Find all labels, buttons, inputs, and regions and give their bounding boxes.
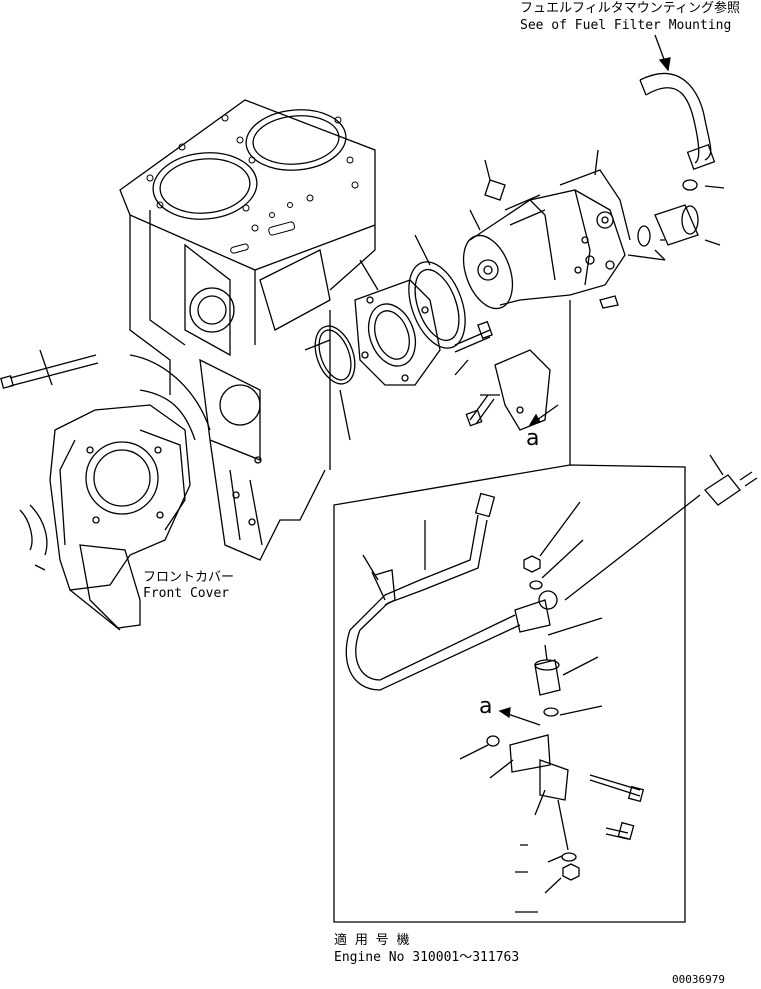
detail-box — [334, 300, 685, 922]
front-cover-label-en: Front Cover — [143, 586, 230, 601]
o-ring — [308, 321, 362, 440]
serial-applicability-jp: 適 用 号 機 — [334, 933, 410, 948]
long-bolt — [1, 350, 98, 388]
fuel-filter-reference: フュエルフィルタマウンティング参照 See of Fuel Filter Mou… — [520, 0, 740, 34]
fuel-line-upper — [640, 74, 714, 170]
fuel-pump — [454, 150, 630, 315]
detail-letter-a-top: a — [526, 426, 540, 451]
leader-lines — [628, 186, 724, 260]
detail-letter-a-lower: a — [479, 694, 493, 719]
adapter-plate — [355, 260, 440, 385]
front-cover-label-jp: フロントカバー — [143, 570, 235, 585]
fuel-filter-reference-jp: フュエルフィルタマウンティング参照 — [520, 1, 740, 16]
pump-bracket — [455, 296, 618, 430]
engine-block — [120, 100, 375, 560]
serial-applicability: 適 用 号 機 Engine No 310001～311763 — [334, 932, 519, 966]
front-cover — [20, 405, 190, 630]
drawing-number: 00036979 — [672, 973, 725, 986]
fuel-filter-reference-en: See of Fuel Filter Mounting — [520, 18, 732, 33]
fuel-fitting — [638, 180, 720, 260]
reference-arrow — [655, 35, 670, 70]
serial-applicability-en: Engine No 310001～311763 — [334, 950, 520, 965]
gasket — [398, 235, 476, 356]
detail-arrow-a-top — [530, 405, 558, 425]
front-cover-label: フロントカバー Front Cover — [143, 570, 234, 602]
pressure-sensor — [565, 455, 757, 600]
